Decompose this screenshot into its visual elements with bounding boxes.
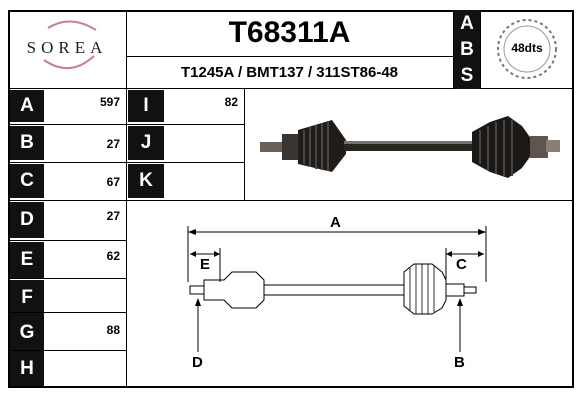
spec-value-f — [44, 282, 126, 316]
header-divider — [8, 88, 574, 89]
title-divider — [126, 56, 453, 57]
frame-left — [8, 10, 10, 388]
spec-letter-j: J — [128, 126, 164, 160]
spec-letter-b: B — [10, 126, 44, 160]
spec-letter-a: A — [10, 90, 44, 122]
row-divider — [8, 162, 126, 163]
diagram-label-d: D — [192, 354, 203, 371]
spec-value-k — [164, 164, 244, 198]
row-divider — [8, 240, 126, 241]
brand-logo: SOREA — [8, 10, 126, 76]
spec-letter-d: D — [10, 202, 44, 238]
spec-value-c: 67 — [106, 175, 120, 189]
spec-value-e: 62 — [106, 249, 120, 263]
diagram-label-c: C — [456, 256, 467, 273]
row-divider — [8, 312, 126, 313]
spec-letter-c: C — [10, 164, 44, 198]
drive-shaft-photo-icon — [260, 116, 560, 178]
frame-bottom — [8, 386, 574, 388]
spec-value-h — [44, 354, 126, 386]
row-divider — [8, 124, 126, 125]
abs-letter-s: S — [454, 62, 480, 89]
teeth-count: 48dts — [511, 41, 543, 55]
spec-value-j — [164, 126, 244, 160]
abs-ring-badge: 48dts — [482, 12, 572, 86]
row-divider — [126, 162, 244, 163]
spec-value-g: 88 — [106, 323, 120, 337]
abs-divider — [453, 10, 454, 88]
spec-letter-g: G — [10, 314, 44, 352]
spec-letter-e: E — [10, 242, 44, 278]
diagram-label-e: E — [200, 256, 211, 273]
brand-divider — [126, 10, 127, 388]
spec-letter-h: H — [10, 352, 44, 386]
abs-letter-a: A — [454, 10, 480, 37]
gear-icon — [497, 19, 557, 79]
spec-value-b: 27 — [106, 137, 120, 151]
row-divider — [8, 200, 126, 201]
spec-letter-k: K — [128, 164, 164, 198]
brand-swirl-icon — [43, 20, 97, 69]
spec-letter-f: F — [10, 280, 44, 316]
spec-letter-i: I — [128, 90, 164, 122]
row-divider — [126, 124, 244, 125]
row-divider — [8, 278, 126, 279]
row-divider — [8, 350, 126, 351]
teeth-divider — [480, 10, 481, 88]
frame-top — [8, 10, 574, 12]
frame-right — [572, 10, 574, 388]
product-photo — [246, 90, 572, 198]
cross-references: T1245A / BMT137 / 311ST86-48 — [180, 63, 399, 81]
dimension-diagram: A E C D B — [128, 202, 572, 386]
spec-value-a: 597 — [99, 95, 120, 109]
spec-value-i: 82 — [224, 95, 238, 109]
specs-left-table: A 597 B 27 C 67 D 27 E 62 F G 88 H — [8, 88, 126, 388]
part-number: T68311A — [228, 16, 351, 49]
row-divider — [126, 200, 572, 201]
mid-table-divider — [244, 88, 245, 200]
diagram-label-b: B — [454, 354, 465, 371]
drive-shaft-diagram-icon — [187, 226, 487, 352]
brand-name: SOREA — [26, 38, 108, 57]
abs-letter-b: B — [454, 36, 480, 63]
diagram-label-a: A — [330, 214, 341, 231]
spec-value-d: 27 — [106, 209, 120, 223]
